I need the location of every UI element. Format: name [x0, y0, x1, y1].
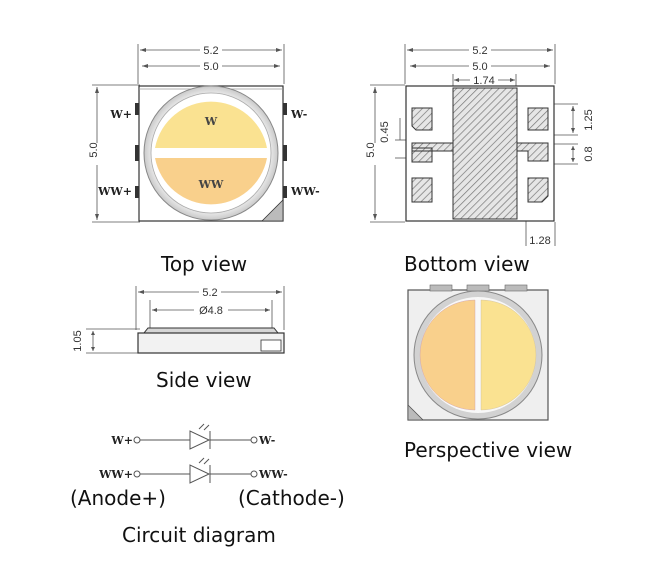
side-diameter: Ø4.8	[199, 305, 223, 317]
pad-bottom-right	[527, 177, 549, 203]
circuit-diagram: W+ W- WW+ WW-	[98, 423, 288, 484]
bottom-width-inner: 5.0	[472, 61, 487, 73]
caption-side-view: Side view	[156, 368, 252, 392]
caption-perspective-view: Perspective view	[404, 438, 573, 462]
chip-ww-half	[155, 158, 267, 205]
pad-top-right	[527, 107, 549, 131]
bottom-width-outer: 5.2	[472, 45, 487, 57]
pad-top-left	[411, 107, 433, 131]
caption-bottom-view: Bottom view	[404, 252, 530, 276]
bottom-gap-045: 0.45	[379, 121, 391, 142]
bottom-pad-height: 1.25	[583, 109, 595, 130]
circuit-ww-minus: WW-	[258, 468, 288, 481]
circuit-w-minus: W-	[258, 434, 275, 447]
caption-anode: (Anode+)	[70, 486, 166, 510]
polarity-corner	[261, 199, 284, 222]
circuit-ww-plus: WW+	[98, 468, 133, 481]
caption-cathode: (Cathode-)	[238, 486, 345, 510]
top-view: 5.2 5.0 5.0 W WW W+ W- WW+ WW-	[88, 44, 320, 223]
circuit-w-plus: W+	[110, 434, 133, 447]
pin-ww-minus: WW-	[290, 185, 320, 198]
top-height: 5.0	[88, 142, 100, 157]
diode-ww-icon	[189, 464, 211, 484]
pin-ww-plus: WW+	[97, 185, 132, 198]
pad-bottom-left	[411, 177, 433, 203]
side-view: 5.2 Ø4.8 1.05	[72, 286, 285, 354]
chip-w-label: W	[204, 115, 218, 128]
side-height: 1.05	[72, 330, 84, 351]
bottom-view: 5.2 5.0 1.74 5.0 0.45 1.25 0.8 1.28	[365, 44, 595, 247]
perspective-view	[407, 284, 549, 421]
caption-circuit-diagram: Circuit diagram	[122, 523, 276, 547]
bottom-pad-width: 1.74	[473, 75, 494, 87]
side-package-body	[137, 332, 285, 354]
diode-w-icon	[189, 430, 211, 450]
pad-mid-left	[411, 142, 454, 163]
bottom-pad-foot: 1.28	[529, 235, 550, 247]
side-lens-top	[142, 327, 280, 334]
perspective-chip-ww	[419, 299, 476, 411]
top-width-inner: 5.0	[203, 61, 218, 73]
pad-mid-right	[516, 142, 549, 162]
bottom-height: 5.0	[365, 142, 377, 157]
perspective-chip-w	[480, 299, 537, 411]
chip-ww-label: WW	[198, 178, 224, 191]
thermal-pad	[452, 87, 518, 220]
bottom-pad-gap: 0.8	[583, 146, 595, 161]
chip-w-half	[155, 101, 267, 148]
pin-w-plus: W+	[109, 108, 132, 121]
pin-w-minus: W-	[290, 108, 307, 121]
top-width-outer: 5.2	[203, 45, 218, 57]
side-width: 5.2	[202, 287, 217, 299]
caption-top-view: Top view	[161, 252, 248, 276]
